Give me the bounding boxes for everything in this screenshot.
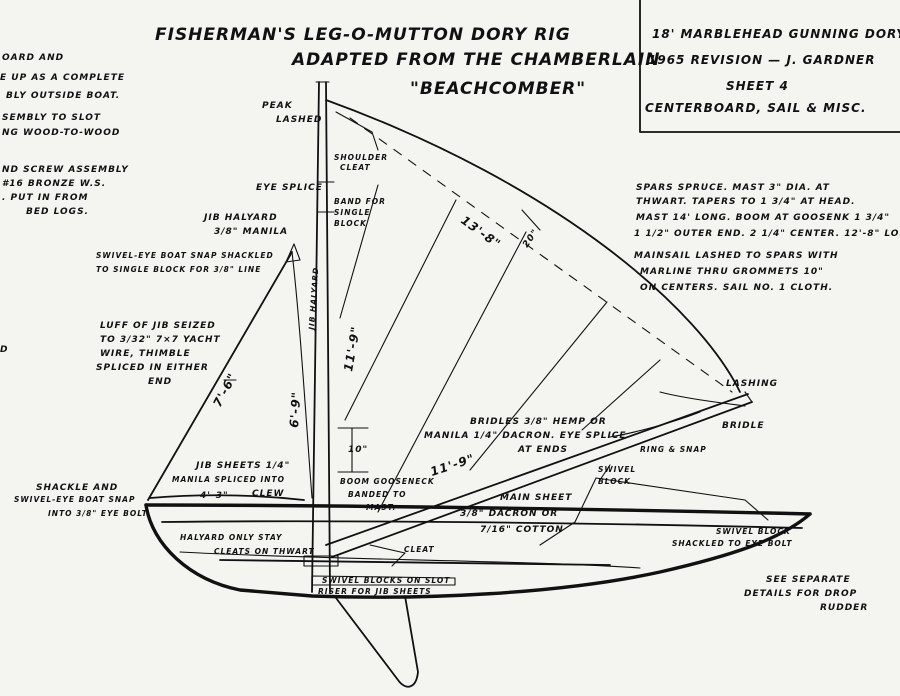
title-line-1: FISHERMAN'S LEG-O-MUTTON DORY RIG bbox=[155, 25, 571, 45]
spars-note: 1 1/2" OUTER END. 2 1/4" CENTER. 12'-8" … bbox=[634, 229, 900, 239]
dim-twenty-inch: 20" bbox=[521, 227, 541, 249]
dimension-marks bbox=[223, 209, 541, 473]
boom bbox=[325, 393, 753, 558]
label-luff: SPLICED IN EITHER bbox=[96, 363, 209, 373]
title-block-line-3: SHEET 4 bbox=[726, 79, 789, 93]
title-block-frame bbox=[639, 0, 900, 133]
dim-mast-height: 11'-9" bbox=[341, 325, 363, 373]
dim-jib-leech: 6'-9" bbox=[287, 391, 304, 428]
label-clew: CLEW bbox=[252, 489, 284, 499]
label-main-sheet: 7/16" COTTON bbox=[480, 525, 564, 535]
left-note: SEMBLY TO SLOT bbox=[2, 113, 101, 123]
label-halyard-stay: CLEATS ON THWART bbox=[214, 547, 315, 556]
title-line-2: ADAPTED FROM THE CHAMBERLAIN bbox=[290, 50, 660, 70]
title-block-line-4: CENTERBOARD, SAIL & MISC. bbox=[645, 101, 867, 115]
dim-sail-foot: 11'-9" bbox=[429, 451, 477, 479]
mainsail bbox=[325, 99, 741, 513]
label-shoulder-cleat: CLEAT bbox=[340, 163, 371, 172]
spars-note: SPARS SPRUCE. MAST 3" DIA. AT bbox=[636, 183, 830, 193]
label-jib-halyard: 3/8" MANILA bbox=[214, 227, 288, 237]
label-swivel-block: BLOCK bbox=[598, 477, 631, 486]
label-jib-sheets: JIB SHEETS 1/4" bbox=[194, 461, 290, 471]
left-note: E UP AS A COMPLETE bbox=[0, 73, 125, 83]
label-jib-halyard-vertical: JIB HALYARD bbox=[307, 267, 321, 333]
label-band: BLOCK bbox=[334, 219, 367, 228]
centerboard bbox=[335, 595, 419, 688]
left-note: BED LOGS. bbox=[26, 207, 89, 217]
label-see-separate: SEE SEPARATE bbox=[766, 575, 851, 585]
spars-note: THWART. TAPERS TO 1 3/4" AT HEAD. bbox=[636, 197, 856, 207]
title-block-line-2: 1965 REVISION — J. GARDNER bbox=[648, 53, 876, 67]
label-shackle: SWIVEL-EYE BOAT SNAP bbox=[14, 495, 135, 504]
label-bridles: AT ENDS bbox=[517, 445, 568, 455]
left-note: OARD AND bbox=[2, 53, 64, 63]
label-swivel-stern: SWIVEL BLOCK bbox=[716, 527, 791, 536]
label-see-separate: RUDDER bbox=[820, 603, 868, 613]
label-halyard-stay: HALYARD ONLY STAY bbox=[180, 533, 283, 542]
spars-note: ON CENTERS. SAIL NO. 1 CLOTH. bbox=[640, 283, 833, 293]
mast bbox=[303, 81, 339, 593]
label-boom-gooseneck: BANDED TO bbox=[348, 490, 406, 499]
dim-leech: 13'-8" bbox=[458, 213, 503, 251]
label-swivel-block: SWIVEL bbox=[598, 465, 636, 474]
left-note: NG WOOD-TO-WOOD bbox=[2, 128, 120, 138]
label-boom-gooseneck: BOOM GOOSENECK bbox=[340, 477, 435, 486]
label-luff: LUFF OF JIB SEIZED bbox=[100, 321, 216, 331]
label-peak: LASHED bbox=[276, 115, 322, 125]
label-eye-splice: EYE SPLICE bbox=[256, 183, 323, 193]
hull bbox=[144, 503, 812, 599]
spars-note: MARLINE THRU GROMMETS 10" bbox=[640, 267, 824, 277]
left-note: ND SCREW ASSEMBLY bbox=[2, 165, 129, 175]
title-line-3: "BEACHCOMBER" bbox=[410, 79, 586, 99]
label-shoulder-cleat: SHOULDER bbox=[334, 153, 388, 162]
label-peak: PEAK bbox=[262, 101, 293, 111]
label-swivel-riser: RISER FOR JIB SHEETS bbox=[318, 587, 432, 596]
label-shackle: INTO 3/8" EYE BOLT bbox=[48, 509, 148, 518]
dim-ten-inch: 10" bbox=[348, 445, 368, 455]
label-swivel-eye: TO SINGLE BLOCK FOR 3/8" LINE bbox=[96, 265, 261, 274]
label-swivel-riser: SWIVEL BLOCKS ON SLOT bbox=[322, 576, 450, 585]
label-see-separate: DETAILS FOR DROP bbox=[744, 589, 857, 599]
left-note: #16 BRONZE W.S. bbox=[2, 179, 106, 189]
label-swivel-eye: SWIVEL-EYE BOAT SNAP SHACKLED bbox=[96, 251, 274, 260]
rigging bbox=[369, 391, 769, 567]
left-note: . PUT IN FROM bbox=[2, 193, 88, 203]
label-luff: END bbox=[148, 377, 172, 387]
label-band: BAND FOR bbox=[334, 197, 386, 206]
label-bridle: BRIDLE bbox=[722, 421, 765, 431]
label-bridles: MANILA 1/4" DACRON. EYE SPLICE bbox=[424, 431, 627, 441]
label-ring-snap: RING & SNAP bbox=[640, 445, 707, 454]
label-jib-sheets: MANILA SPLICED INTO bbox=[172, 475, 285, 484]
label-cleat: CLEAT bbox=[404, 545, 435, 554]
dim-jib-foot: 4'-3" bbox=[199, 491, 229, 501]
left-note: D bbox=[0, 345, 8, 355]
jib bbox=[147, 243, 313, 501]
label-main-sheet: MAIN SHEET bbox=[500, 493, 572, 503]
title-block-line-1: 18' MARBLEHEAD GUNNING DORY bbox=[652, 27, 900, 41]
label-luff: WIRE, THIMBLE bbox=[100, 349, 191, 359]
label-luff: TO 3/32" 7×7 YACHT bbox=[100, 335, 221, 345]
spars-note: MAST 14' LONG. BOOM AT GOOSENK 1 3/4" bbox=[636, 213, 890, 223]
label-shackle: SHACKLE AND bbox=[36, 483, 118, 493]
label-lashing: LASHING bbox=[726, 379, 778, 389]
label-swivel-stern: SHACKLED TO EYE BOLT bbox=[672, 539, 792, 548]
dim-jib-luff: 7'-6" bbox=[210, 371, 240, 410]
label-band: SINGLE bbox=[334, 208, 371, 217]
label-bridles: BRIDLES 3/8" HEMP OR bbox=[470, 417, 607, 427]
spars-note: MAINSAIL LASHED TO SPARS WITH bbox=[634, 251, 839, 261]
label-jib-halyard: JIB HALYARD bbox=[202, 213, 278, 223]
label-boom-gooseneck: MAST. bbox=[366, 503, 396, 512]
left-note: BLY OUTSIDE BOAT. bbox=[6, 91, 120, 101]
label-main-sheet: 3/8" DACRON OR bbox=[460, 509, 558, 519]
